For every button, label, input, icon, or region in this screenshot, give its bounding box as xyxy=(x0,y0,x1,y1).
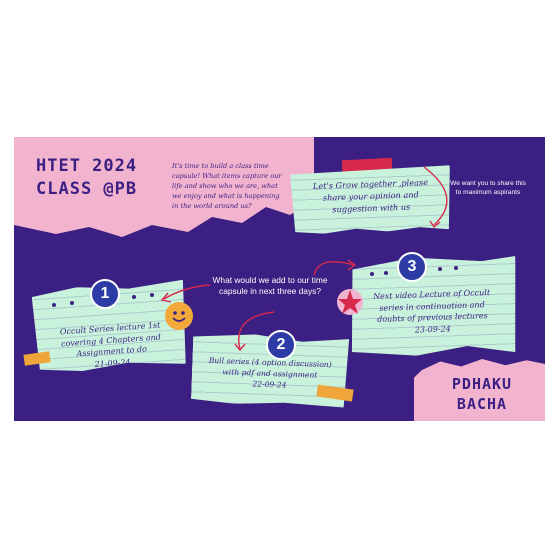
poster-canvas: HTET 2024 CLASS @PB It's time to build a… xyxy=(14,137,545,421)
arrow-icon xyxy=(234,343,246,352)
brand-line-2: BACHA xyxy=(456,395,508,413)
title-line-2: CLASS @PB xyxy=(36,179,138,199)
arrow-icon xyxy=(238,311,275,350)
smiley-icon xyxy=(165,302,193,330)
title-line-1: HTET 2024 xyxy=(36,156,138,176)
question-text: What would we add to our time capsule in… xyxy=(212,275,328,296)
arrows-layer xyxy=(160,166,448,352)
intro-text: It's time to build a class time capsule!… xyxy=(172,162,282,210)
brand-name: PDHAKU BACHA xyxy=(432,374,532,414)
arrow-icon xyxy=(313,261,355,276)
poster-title: HTET 2024 CLASS @PB xyxy=(36,155,166,201)
pink-brand-shape xyxy=(414,359,545,421)
arrow-icon xyxy=(163,284,211,300)
star-sticker-icon xyxy=(337,289,363,315)
arrow-icon xyxy=(423,166,448,226)
step-badge-2: 2 xyxy=(266,330,296,360)
arrow-icon xyxy=(347,259,357,271)
step-badge-3: 3 xyxy=(397,252,427,282)
arrow-icon xyxy=(429,220,441,229)
share-text: We want you to share this to maximum asp… xyxy=(450,180,526,196)
arrow-icon xyxy=(160,292,172,303)
step-badge-1: 1 xyxy=(90,279,120,309)
brand-line-1: PDHAKU xyxy=(451,375,513,393)
